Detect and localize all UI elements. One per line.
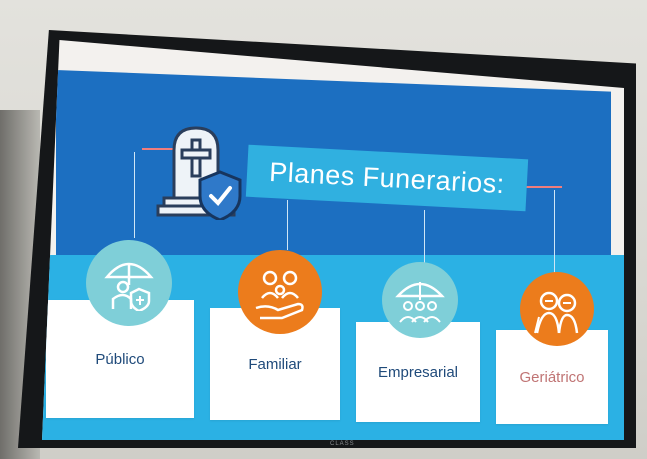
connector-line bbox=[424, 210, 425, 270]
plan-label: Público bbox=[95, 350, 145, 368]
family-hand-icon bbox=[238, 250, 322, 334]
plan-label: Familiar bbox=[248, 355, 302, 373]
connector-line bbox=[142, 148, 202, 150]
plan-label: Empresarial bbox=[377, 363, 459, 381]
connector-line bbox=[287, 200, 288, 250]
connector-line bbox=[522, 186, 562, 188]
tombstone-shield-icon bbox=[156, 126, 242, 220]
plan-label: Geriátrico bbox=[519, 368, 585, 386]
connector-line bbox=[134, 152, 135, 238]
tv-screen: Planes Funerarios: Público Familiar Empr… bbox=[42, 40, 624, 440]
umbrella-group-icon bbox=[382, 262, 458, 338]
elderly-couple-icon bbox=[520, 272, 594, 346]
connector-line bbox=[554, 190, 555, 280]
tv-brand-label: CLASS bbox=[330, 441, 355, 447]
plan-card-publico: Público bbox=[46, 300, 194, 418]
umbrella-shield-person-icon bbox=[86, 240, 172, 326]
slide-title: Planes Funerarios: bbox=[268, 156, 506, 199]
plan-card-empresarial: Empresarial bbox=[356, 322, 480, 422]
